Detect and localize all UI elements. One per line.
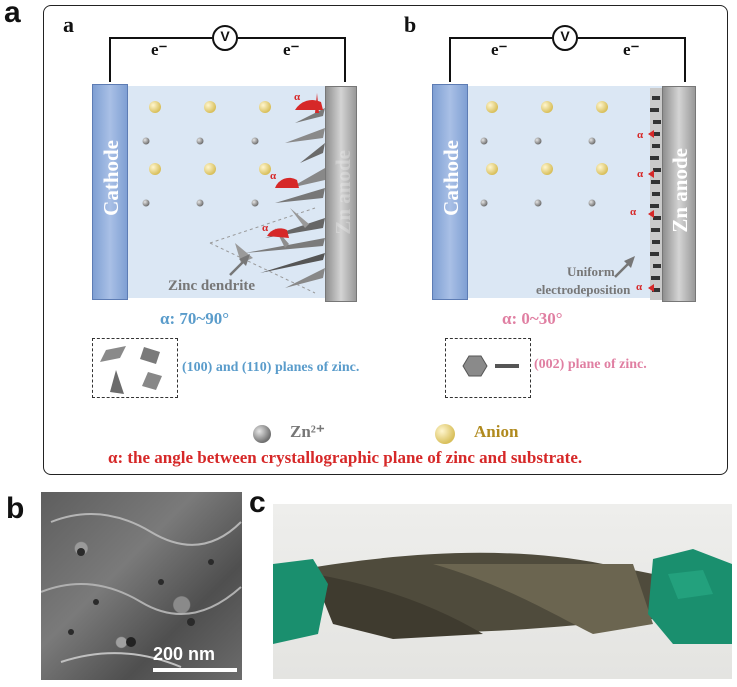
right-alpha-3: α — [630, 206, 637, 218]
left-planes-box — [92, 338, 178, 398]
left-alpha-range: α: 70~90° — [160, 309, 230, 328]
right-alpha-2: α — [637, 168, 644, 180]
left-anode-label: Zn anode — [331, 150, 355, 235]
right-electron-right: e⁻ — [623, 40, 640, 59]
panel-label-c: c — [249, 486, 266, 519]
right-cathode — [432, 84, 468, 300]
sem-scale-bar — [153, 668, 237, 672]
right-circuit-wire — [449, 25, 686, 82]
left-anode — [325, 86, 357, 302]
right-alpha-1: α — [637, 129, 644, 141]
right-anode-label: Zn anode — [668, 148, 692, 233]
right-ions — [480, 101, 608, 207]
left-cathode-label: Cathode — [99, 140, 123, 216]
anion-legend-label: Anion — [474, 422, 519, 441]
left-alpha-3: α — [262, 222, 269, 234]
left-electron-left: e⁻ — [151, 40, 168, 59]
sem-scale-label: 200 nm — [153, 644, 216, 664]
left-planes-icon — [100, 346, 162, 394]
panel-label-b: b — [6, 492, 25, 525]
zn-ion-legend-label: Zn²⁺ — [290, 422, 325, 441]
sem-image: 200 nm — [41, 492, 242, 680]
left-alpha-2: α — [270, 170, 277, 182]
alpha-definition: α: the angle between crystallographic pl… — [108, 448, 583, 467]
left-cathode — [92, 84, 128, 300]
uniform-label-1: Uniform — [567, 264, 615, 279]
left-ions — [142, 101, 271, 207]
right-alpha-range: α: 0~30° — [502, 309, 563, 328]
left-planes-label: (100) and (110) planes of zinc. — [182, 360, 360, 375]
left-circuit-wire — [109, 25, 346, 82]
right-planes-label: (002) plane of zinc. — [534, 357, 647, 372]
right-deposition-arrow — [614, 256, 635, 278]
zinc-dendrites — [209, 93, 325, 294]
schematic-frame — [43, 5, 728, 475]
right-voltmeter: V — [560, 28, 570, 44]
left-voltmeter: V — [220, 28, 230, 44]
uniform-label-2: electrodeposition — [536, 282, 631, 297]
subpanel-label-a: a — [63, 12, 74, 37]
right-electron-left: e⁻ — [491, 40, 508, 59]
right-planes-box — [445, 338, 531, 398]
anion-legend-icon — [435, 424, 455, 444]
left-alpha-1: α — [294, 91, 301, 103]
panel-label-a: a — [4, 0, 21, 29]
subpanel-label-b: b — [404, 12, 417, 37]
right-planes-icon — [462, 355, 519, 377]
zinc-dendrite-label: Zinc dendrite — [168, 278, 256, 294]
right-anode — [662, 86, 696, 302]
left-electron-right: e⁻ — [283, 40, 300, 59]
right-alpha-4: α — [636, 281, 643, 293]
right-cathode-label: Cathode — [439, 140, 463, 216]
flexible-film-photo — [273, 504, 732, 679]
left-dendrite-arrow — [229, 254, 250, 276]
uniform-deposition-layer — [648, 88, 662, 300]
zn-ion-legend-icon — [253, 425, 271, 443]
